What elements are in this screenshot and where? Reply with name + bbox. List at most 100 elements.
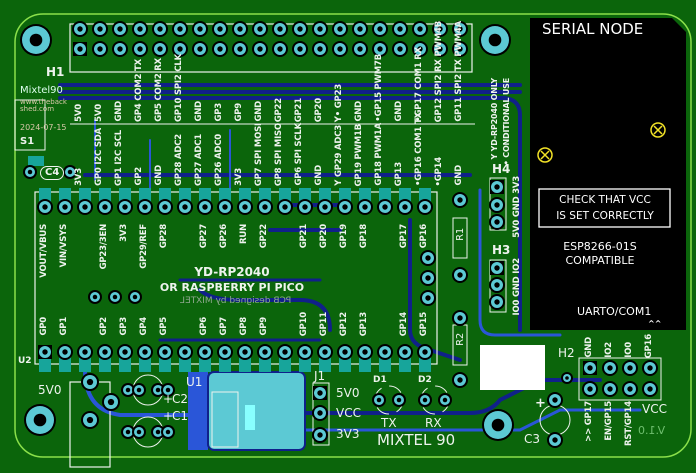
header-pin — [352, 41, 368, 57]
header-pin — [112, 21, 128, 37]
header-pin — [490, 180, 504, 194]
header-label-lower: GP7 SPI MOSI — [254, 122, 264, 186]
capacitor-pad — [121, 383, 135, 397]
u1-label: U1 — [186, 375, 203, 389]
capacitor-pad — [161, 425, 175, 439]
pico-pin-label-top: GP22 — [259, 224, 269, 249]
header-pin — [490, 261, 504, 275]
r2-label: R2 — [455, 333, 466, 346]
mounting-hole — [20, 24, 52, 56]
led-pad — [438, 393, 452, 407]
pico-pin-label-bottom: GP0 — [39, 317, 49, 336]
h2-outline — [578, 357, 662, 401]
version-text: V.1.0 — [638, 424, 666, 437]
pico-pin — [397, 199, 413, 215]
header-label-lower: GP6 SPI SCLK — [294, 123, 304, 186]
c1-label: C1 — [172, 409, 189, 423]
pico-pin — [417, 344, 433, 360]
header-pin — [72, 21, 88, 37]
header-pin — [92, 41, 108, 57]
debug-pad — [128, 290, 142, 304]
header-label-lower: GP26 ADC0 — [214, 134, 224, 186]
pico-pin — [97, 344, 113, 360]
j1-pin — [313, 386, 327, 400]
c4-pad — [23, 165, 37, 179]
pico-pin — [237, 344, 253, 360]
h2-label-bottom: RST/GP14 — [624, 401, 634, 447]
pico-pin-label-top: GP27 — [199, 224, 209, 249]
pico-pin — [197, 344, 213, 360]
pico-pin-label-top: GP16 — [419, 224, 429, 249]
header-label-upper: GP21 — [294, 97, 304, 122]
pico-pin-label-bottom: GP5 — [159, 317, 169, 336]
header-label-lower: 3V3 — [74, 168, 84, 186]
j1-vcc: VCC — [336, 406, 361, 420]
header-label-lower: GP19 PWM1B — [354, 123, 364, 186]
h2-via — [561, 372, 573, 384]
pico-pin — [38, 345, 52, 359]
capacitor-pad — [151, 383, 165, 397]
header-pin — [489, 277, 505, 293]
h2-pin — [602, 360, 618, 376]
note-conditional: • CONDITIONAL USE — [502, 78, 511, 166]
header-pin — [152, 21, 168, 37]
header-pin — [132, 41, 148, 57]
r1-label: R1 — [455, 228, 466, 241]
switch-outline — [14, 99, 46, 151]
capacitor-pad — [132, 425, 146, 439]
h2-pin — [582, 381, 598, 397]
header-pin — [232, 21, 248, 37]
mounting-hole — [24, 404, 56, 436]
pico-pin-label-bottom: GP14 — [399, 311, 409, 336]
pico-pin — [277, 199, 293, 215]
c1-plus: + — [163, 409, 174, 423]
header-pin — [252, 21, 268, 37]
pico-pin-label-top: GP26 — [219, 224, 229, 249]
pico-pin-label-top: GP23/3EN — [99, 224, 109, 270]
c3-label: C3 — [524, 432, 541, 446]
pico-pin — [377, 199, 393, 215]
pico-pin — [297, 199, 313, 215]
pico-pin-label-top: RUN — [239, 224, 249, 244]
board-outline — [14, 13, 692, 458]
pico-pin — [217, 344, 233, 360]
pico-pin — [237, 199, 253, 215]
pico-pin — [77, 199, 93, 215]
mounting-hole — [479, 24, 511, 56]
header-outline — [69, 23, 473, 73]
pico-pin-label-bottom: GP3 — [119, 317, 129, 336]
capacitor-pad — [132, 383, 146, 397]
pico-pin — [57, 344, 73, 360]
header-label-upper: GP9 — [234, 103, 244, 122]
header-label-lower: GP8 SPI MISO — [274, 122, 284, 186]
u1-regulator — [207, 371, 306, 451]
pico-pin — [397, 344, 413, 360]
header-label-lower: GND — [154, 165, 164, 186]
r1-outline — [452, 217, 468, 259]
marker-x-icon — [537, 122, 666, 163]
header-label-upper: GND — [254, 101, 264, 122]
header-pin — [192, 41, 208, 57]
pico-pin-label-top: GP21 — [299, 224, 309, 249]
header-label-lower: GP0 I2C SDA — [94, 128, 104, 186]
u1-tab — [245, 405, 255, 430]
pico-pin — [37, 199, 53, 215]
header-pin — [212, 21, 228, 37]
pico-pin-label-bottom: GP9 — [259, 317, 269, 336]
resistor-pad — [452, 372, 468, 388]
header-pin — [292, 21, 308, 37]
pico-pin-label-bottom: GP12 — [339, 311, 349, 336]
c3-plus: + — [535, 396, 546, 411]
header-pin — [152, 41, 168, 57]
h2-pin — [642, 381, 658, 397]
h2-label-top: GP16 — [644, 333, 654, 358]
h2-pin — [642, 360, 658, 376]
pico-pin — [177, 199, 193, 215]
debug-pad — [88, 290, 102, 304]
h1-label: H1 — [46, 65, 65, 79]
compat-line-1: ESP8266-01S — [563, 240, 637, 253]
header-label-upper: GP11 SPI2 TX PWM4A — [454, 21, 464, 122]
h2-pin — [583, 361, 597, 375]
header-label-lower: GP13 — [394, 161, 404, 186]
pico-pin — [257, 199, 273, 215]
